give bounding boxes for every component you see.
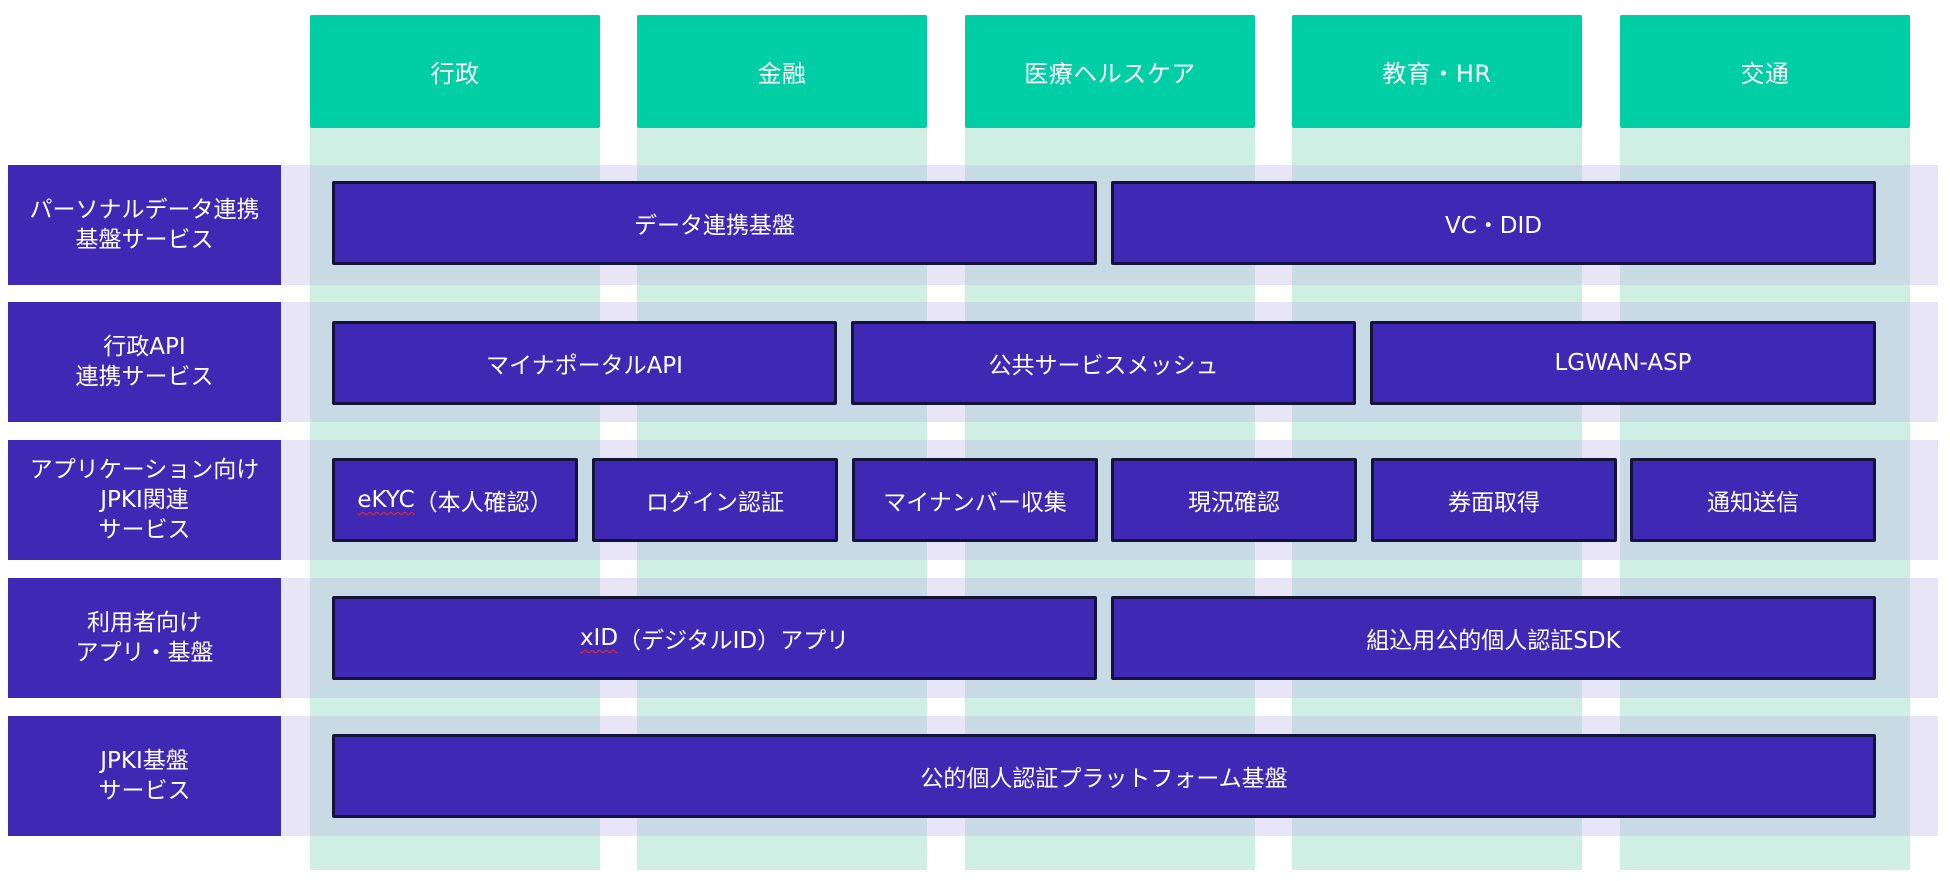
service-card-info: 券面取得	[1371, 458, 1617, 542]
column-header-finance: 金融	[637, 15, 927, 128]
service-ekyc: eKYC（本人確認）	[332, 458, 578, 542]
service-lgwan-asp: LGWAN-ASP	[1370, 321, 1876, 405]
column-bg-transport	[1620, 15, 1910, 870]
service-login-auth: ログイン認証	[592, 458, 838, 542]
row-label-personal-data: パーソナルデータ連携 基盤サービス	[8, 165, 281, 285]
service-xid-prefix: xID	[579, 625, 619, 651]
row-label-jpki-base: JPKI基盤 サービス	[8, 716, 281, 836]
service-notification: 通知送信	[1630, 458, 1876, 542]
column-bg-education	[1292, 15, 1582, 870]
service-vc-did: VC・DID	[1111, 181, 1876, 265]
column-bg-finance	[637, 15, 927, 870]
service-ekyc-prefix: eKYC	[357, 487, 415, 513]
service-mynumber-collection: マイナンバー収集	[852, 458, 1098, 542]
service-jpki-platform: 公的個人認証プラットフォーム基盤	[332, 734, 1876, 818]
column-header-transport: 交通	[1620, 15, 1910, 128]
service-xid-suffix: （デジタルID）アプリ	[618, 628, 850, 654]
column-header-healthcare: 医療ヘルスケア	[965, 15, 1255, 128]
column-bg-gov	[310, 15, 600, 870]
column-header-education: 教育・HR	[1292, 15, 1582, 128]
column-header-gov: 行政	[310, 15, 600, 128]
row-label-user-app: 利用者向け アプリ・基盤	[8, 578, 281, 698]
service-xid-app: xID（デジタルID）アプリ	[332, 596, 1097, 680]
row-label-gov-api: 行政API 連携サービス	[8, 302, 281, 422]
row-label-app-jpki: アプリケーション向け JPKI関連 サービス	[8, 440, 281, 560]
service-embedded-jpki-sdk: 組込用公的個人認証SDK	[1111, 596, 1876, 680]
service-mynaportal-api: マイナポータルAPI	[332, 321, 837, 405]
service-status-check: 現況確認	[1111, 458, 1357, 542]
service-data-linkage-platform: データ連携基盤	[332, 181, 1097, 265]
service-ekyc-suffix: （本人確認）	[414, 490, 553, 516]
service-public-service-mesh: 公共サービスメッシュ	[851, 321, 1356, 405]
column-bg-healthcare	[965, 15, 1255, 870]
